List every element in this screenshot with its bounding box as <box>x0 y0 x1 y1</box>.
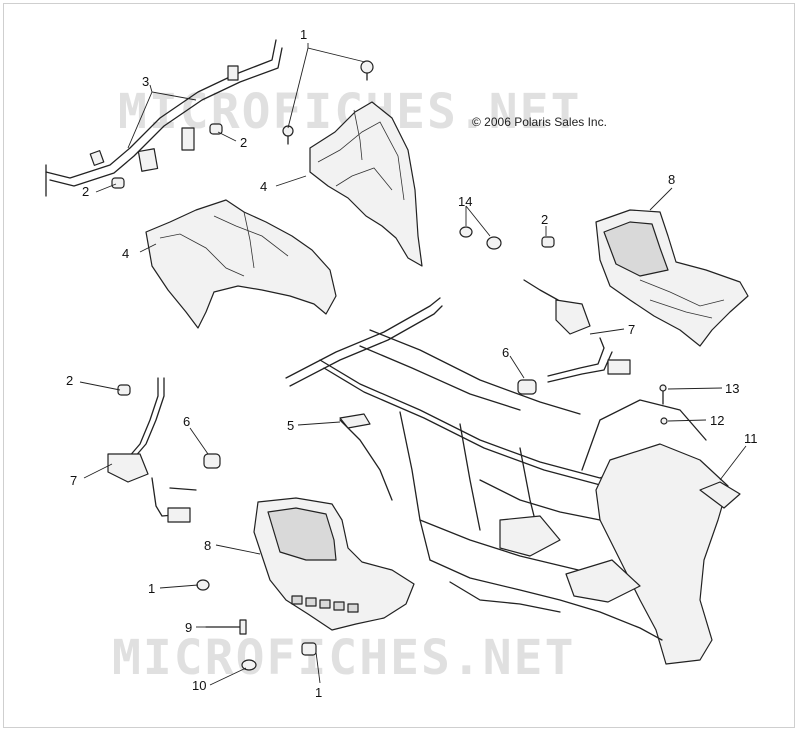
callout-13: 13 <box>725 381 739 396</box>
callout-2: 2 <box>541 212 548 227</box>
callout-6: 6 <box>183 414 190 429</box>
bolt-9 <box>205 619 247 635</box>
footrest-bracket-7-left <box>107 377 197 523</box>
callout-2: 2 <box>66 373 73 388</box>
fastener-2-top <box>209 123 223 135</box>
nut-10 <box>241 659 257 671</box>
fastener-2-right <box>541 236 555 248</box>
push-rivet-1-mid <box>282 125 294 145</box>
bushing-6-left <box>203 453 221 469</box>
decal-5 <box>339 413 371 429</box>
callout-8: 8 <box>668 172 675 187</box>
grommet-14 <box>459 226 502 250</box>
callout-2: 2 <box>240 135 247 150</box>
bracket-rod-3 <box>45 39 283 197</box>
screw-12 <box>660 417 668 425</box>
fender-liner-4-upper <box>309 101 423 267</box>
bushing-6-right <box>517 379 537 395</box>
callout-3: 3 <box>142 74 149 89</box>
callout-6: 6 <box>502 345 509 360</box>
leader-lines <box>79 43 747 686</box>
watermark-bottom: MICROFICHES.NET <box>112 630 575 686</box>
callout-1: 1 <box>300 27 307 42</box>
callout-1: 1 <box>148 581 155 596</box>
push-rivet-1-left <box>196 579 210 591</box>
callout-1: 1 <box>315 685 322 700</box>
callout-14: 14 <box>458 194 472 209</box>
push-rivet-1-top <box>360 60 374 81</box>
callout-2: 2 <box>82 184 89 199</box>
footwell-8-lower <box>253 497 415 631</box>
fastener-2-left <box>111 177 125 189</box>
footrest-grid <box>291 595 359 613</box>
footrest-bracket-7-right <box>523 279 631 383</box>
screw-13 <box>659 384 667 405</box>
callout-8: 8 <box>204 538 211 553</box>
callout-12: 12 <box>710 413 724 428</box>
callout-7: 7 <box>70 473 77 488</box>
callout-9: 9 <box>185 620 192 635</box>
callout-11: 11 <box>744 431 758 446</box>
fender-liner-4-left <box>145 199 337 329</box>
callout-4: 4 <box>260 179 267 194</box>
copyright-text: © 2006 Polaris Sales Inc. <box>472 115 607 129</box>
callout-4: 4 <box>122 246 129 261</box>
main-frame-11 <box>285 297 741 665</box>
callout-labels: 1 3 2 2 4 4 14 2 8 7 6 13 12 11 5 2 6 7 … <box>66 27 758 700</box>
footwell-8-upper <box>595 209 749 347</box>
callout-5: 5 <box>287 418 294 433</box>
callout-7: 7 <box>628 322 635 337</box>
push-rivet-1-bottom <box>301 642 317 656</box>
callout-10: 10 <box>192 678 206 693</box>
